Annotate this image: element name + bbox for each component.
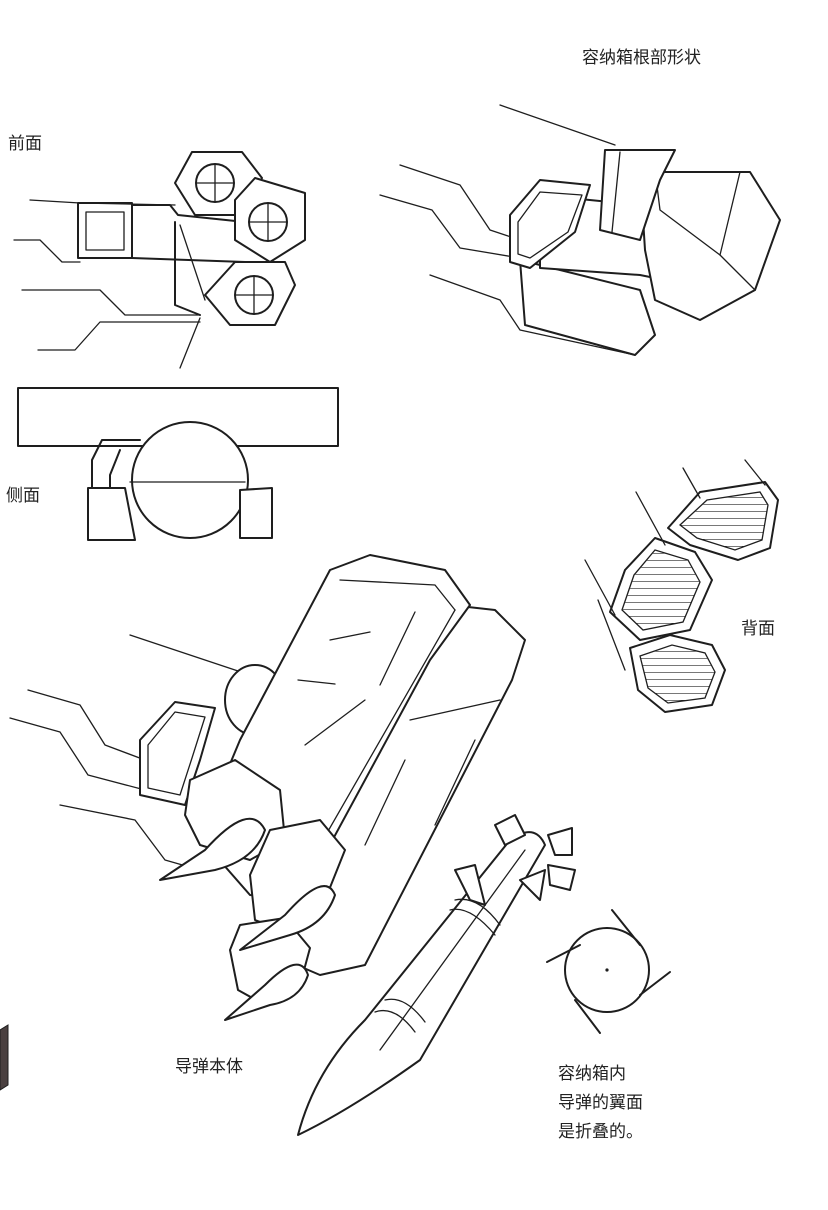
- missile-fin: [454, 864, 486, 906]
- back-hexagon-hatch: [639, 644, 716, 704]
- back-hexagon: [667, 481, 779, 561]
- missile-ring: [449, 908, 496, 936]
- launcher-tube-slot: [434, 739, 476, 826]
- missile-nose: [159, 817, 266, 881]
- folded-wing-drawing: [546, 909, 671, 1034]
- launcher-arm-line: [129, 634, 251, 676]
- launcher-mount-box-inner: [147, 711, 206, 796]
- root-arm-line: [399, 164, 521, 241]
- launcher-tube-edge: [339, 579, 456, 611]
- launcher-tube-slot: [379, 611, 416, 686]
- back-line: [744, 459, 766, 486]
- front-arm-line: [37, 321, 201, 351]
- missile-fin: [519, 869, 546, 901]
- back-line: [635, 491, 666, 546]
- front-body-line: [179, 224, 206, 301]
- launcher-mount-box: [139, 701, 216, 806]
- front-body-line: [174, 221, 201, 316]
- label-back: 背面: [741, 619, 775, 639]
- launcher-arm-line: [9, 717, 146, 791]
- label-side: 侧面: [6, 486, 40, 506]
- front-mount-box-inner: [85, 211, 125, 251]
- root-arm-line: [429, 274, 636, 356]
- root-mount-box: [509, 179, 591, 269]
- front-tube-hexagon: [234, 177, 306, 263]
- root-housing-edge: [719, 171, 741, 256]
- launcher-arm-line: [59, 804, 201, 871]
- front-mount-box: [77, 202, 133, 259]
- missile-body-drawing: [297, 814, 576, 1136]
- launcher-tube-slot: [304, 699, 366, 746]
- missile-tail-fin: [494, 814, 526, 846]
- missile-tail-fin: [547, 827, 573, 856]
- missile-body-line: [379, 849, 526, 1051]
- label-folded-wings: 容纳箱内 导弹的翼面 是折叠的。: [558, 1064, 643, 1142]
- root-band-edge: [611, 151, 621, 233]
- missile-nose: [224, 963, 309, 1021]
- missile-ring: [384, 998, 426, 1023]
- root-pad: [519, 259, 656, 356]
- root-mount-box-inner: [517, 191, 583, 259]
- front-body-line: [131, 204, 246, 223]
- back-hexagon: [609, 537, 713, 641]
- missile-cross-center: [605, 968, 609, 972]
- edge-fragment: [0, 1024, 9, 1091]
- back-line: [597, 599, 626, 671]
- back-line: [682, 467, 701, 499]
- launcher-tube-slot: [364, 759, 406, 846]
- back-line: [584, 559, 616, 616]
- root-shape-drawing: [379, 104, 781, 356]
- launcher-tube-slot: [409, 699, 501, 721]
- missile-nose: [239, 885, 336, 951]
- front-view-drawing: [13, 151, 306, 369]
- launcher-tube-slot: [297, 679, 336, 685]
- front-arm-line: [13, 239, 81, 263]
- label-front: 前面: [8, 134, 42, 154]
- root-band: [599, 149, 676, 241]
- root-arm-line: [499, 104, 616, 146]
- launcher-arm-line: [27, 689, 146, 761]
- launcher-tube-slot: [329, 631, 371, 641]
- label-missile-body: 导弹本体: [175, 1057, 243, 1077]
- front-arm-line: [21, 289, 201, 316]
- launcher-drawing: [9, 554, 526, 1021]
- side-foot: [239, 487, 273, 539]
- folded-wing: [639, 971, 671, 996]
- folded-wing: [574, 999, 601, 1034]
- missile-ring: [374, 1009, 416, 1033]
- front-arm-line: [179, 317, 201, 369]
- back-hexagon: [629, 634, 726, 713]
- root-housing: [639, 171, 781, 321]
- back-view-drawing: [584, 459, 779, 713]
- label-root-shape: 容纳箱根部形状: [582, 48, 701, 68]
- side-circle: [131, 421, 249, 539]
- front-body-line: [131, 257, 246, 263]
- front-tube-hexagon: [204, 261, 296, 326]
- folded-wing: [611, 909, 641, 946]
- back-hexagon-hatch: [678, 491, 769, 551]
- side-foot: [87, 487, 136, 541]
- missile-tail-fin: [547, 864, 576, 891]
- root-arm-line: [379, 194, 521, 259]
- missile-ring: [454, 898, 501, 926]
- back-hexagon-hatch: [621, 549, 701, 631]
- folded-wing: [546, 944, 581, 963]
- side-view-drawing: [17, 387, 339, 541]
